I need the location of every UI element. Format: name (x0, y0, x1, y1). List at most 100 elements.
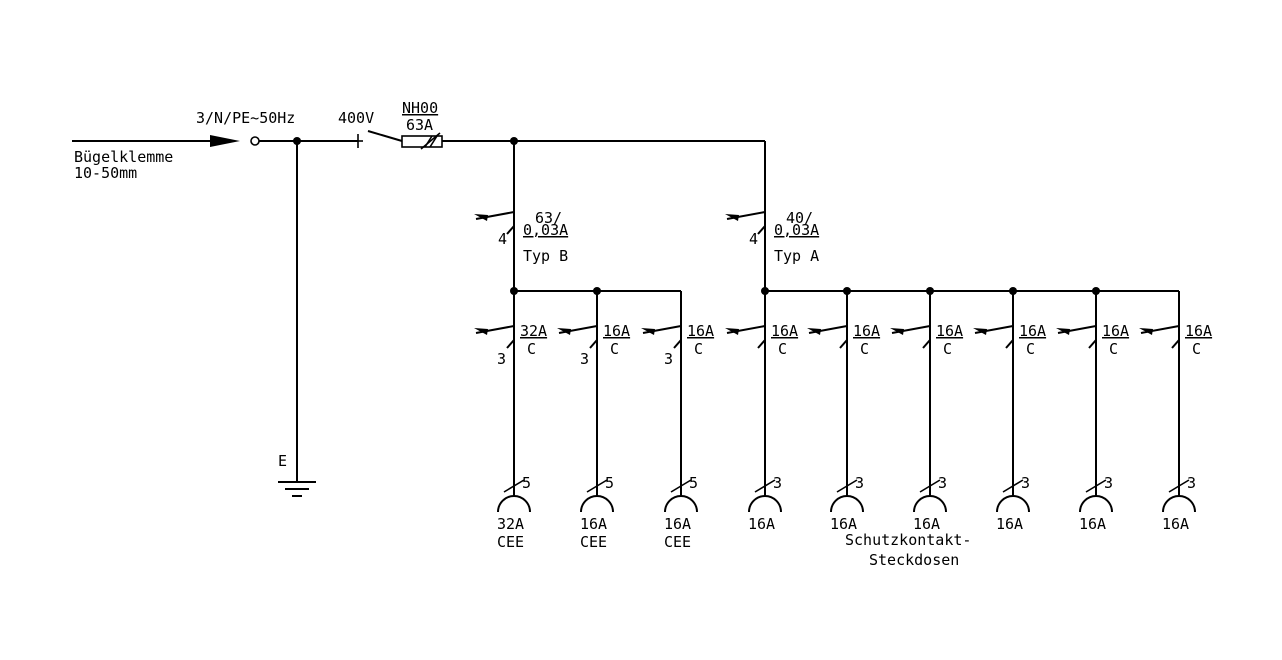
earth-conductor (278, 141, 316, 497)
cable-count-mark (1002, 479, 1024, 493)
outlet-wire-count: 3 (1021, 474, 1030, 492)
breaker-arrow-icon (1056, 328, 1070, 335)
main-fuse (401, 132, 443, 150)
main-switch (357, 130, 403, 148)
socket-icon (830, 495, 864, 513)
breaker-characteristic: C (610, 340, 619, 358)
breaker-rating: 16A (1185, 322, 1212, 340)
breaker-trip-mark (589, 339, 598, 349)
cable-count-mark (503, 479, 525, 493)
busbar-a (761, 287, 1179, 295)
breaker-rating: 16A (1019, 322, 1046, 340)
outlet-rating: 16A (580, 515, 607, 533)
breaker-characteristic: C (1192, 340, 1201, 358)
breaker-poles: 3 (664, 350, 673, 368)
breaker-arrow-icon (890, 328, 904, 335)
busbar-b (510, 287, 681, 295)
outlet-wire-count: 3 (938, 474, 947, 492)
breaker-arrow-icon (973, 328, 987, 335)
supply-label: 3/N/PE~50Hz (196, 109, 295, 127)
breaker-rating: 16A (687, 322, 714, 340)
outlet-type: CEE (664, 533, 691, 551)
outlet-rating: 16A (1162, 515, 1189, 533)
breaker-trip-mark (922, 339, 931, 349)
rcd-a-rating-top: 40/ (786, 209, 813, 227)
outlet-rating: 16A (830, 515, 857, 533)
rcd-a-poles: 4 (749, 230, 758, 248)
breaker-trip-mark (506, 339, 515, 349)
schuko-caption-line1: Schutzkontakt- (845, 531, 971, 549)
breaker-rating: 16A (853, 322, 880, 340)
breaker-arrow-icon (557, 328, 571, 335)
clamp-label: Bügelklemme (74, 148, 173, 166)
rcd-b-rating-top: 63/ (535, 209, 562, 227)
cable-count-mark (754, 479, 776, 493)
earth-label: E (278, 452, 287, 470)
breaker-trip-mark (757, 339, 766, 349)
outlet-wire-count: 3 (855, 474, 864, 492)
outlet-wire-count: 3 (773, 474, 782, 492)
breaker-characteristic: C (1026, 340, 1035, 358)
socket-icon (1079, 495, 1113, 513)
outlet-rating: 16A (748, 515, 775, 533)
cable-count-mark (1168, 479, 1190, 493)
breaker-trip-mark (673, 339, 682, 349)
socket-icon (580, 495, 614, 513)
breaker-arrow-icon (725, 328, 739, 335)
socket-icon (996, 495, 1030, 513)
breaker-rating: 32A (520, 322, 547, 340)
outlet-type: CEE (580, 533, 607, 551)
cable-count-mark (670, 479, 692, 493)
breaker-arrow-icon (641, 328, 655, 335)
cable-count-mark (586, 479, 608, 493)
socket-icon (748, 495, 782, 513)
breaker-poles: 3 (497, 350, 506, 368)
outlet-wire-count: 3 (1187, 474, 1196, 492)
outlet-rating: 32A (497, 515, 524, 533)
breaker-trip-mark (1171, 339, 1180, 349)
outlet-wire-count: 5 (689, 474, 698, 492)
outlet-rating: 16A (996, 515, 1023, 533)
breaker-characteristic: C (860, 340, 869, 358)
socket-icon (664, 495, 698, 513)
rcd-a-type: Typ A (774, 247, 819, 265)
breaker-arrow-icon (1139, 328, 1153, 335)
breaker-arrow-icon (474, 328, 488, 335)
outlet-wire-count: 5 (522, 474, 531, 492)
clamp-size: 10-50mm (74, 164, 137, 182)
main-fuse-type: NH00 (402, 99, 438, 117)
breaker-trip-mark (1005, 339, 1014, 349)
breaker-characteristic: C (694, 340, 703, 358)
breaker-poles: 3 (580, 350, 589, 368)
outlet-rating: 16A (1079, 515, 1106, 533)
main-fuse-rating: 63A (406, 116, 433, 134)
cable-count-mark (836, 479, 858, 493)
cable-count-mark (919, 479, 941, 493)
cable-count-mark (1085, 479, 1107, 493)
breaker-rating: 16A (936, 322, 963, 340)
socket-icon (1162, 495, 1196, 513)
incoming-feed (72, 135, 358, 147)
socket-icon (913, 495, 947, 513)
breaker-trip-mark (1088, 339, 1097, 349)
breaker-rating: 16A (771, 322, 798, 340)
rcd-b-type: Typ B (523, 247, 568, 265)
breaker-arrow-icon (807, 328, 821, 335)
outlet-wire-count: 5 (605, 474, 614, 492)
outlet-wire-count: 3 (1104, 474, 1113, 492)
breaker-rating: 16A (1102, 322, 1129, 340)
rcd-b-poles: 4 (498, 230, 507, 248)
rcd-switch-b (474, 211, 515, 291)
rcd-b-rating-bottom: 0,03A (523, 221, 568, 239)
outlet-type: CEE (497, 533, 524, 551)
